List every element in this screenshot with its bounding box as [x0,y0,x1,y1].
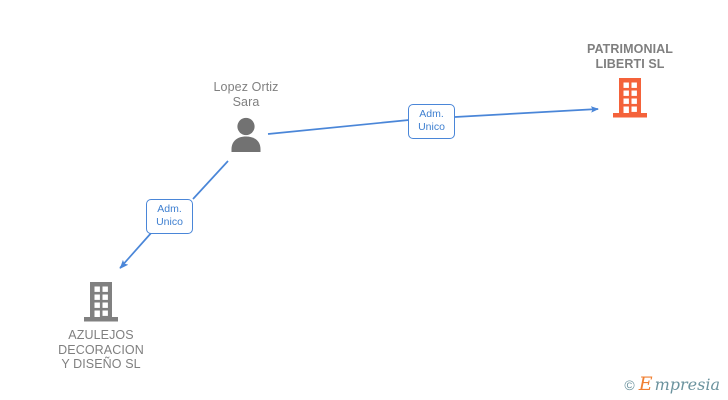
node-company-azulejos-decoracion-y-diseno-sl[interactable]: AZULEJOS DECORACION Y DISEÑO SL [46,280,156,372]
building-icon [565,76,695,120]
edge-person-to-patrimonial [267,106,599,135]
copyright-icon: © [624,376,635,393]
brand-initial: E [638,373,653,395]
edge-label-adm-unico-top[interactable]: Adm. Unico [408,104,455,139]
building-icon [46,280,156,324]
edge-label-adm-unico-bottom[interactable]: Adm. Unico [146,199,193,234]
node-person-lopez-ortiz-sara[interactable]: Lopez Ortiz Sara [195,80,297,154]
company-name-label: AZULEJOS DECORACION Y DISEÑO SL [58,328,144,371]
empresia-watermark: © E mpresia [624,375,720,394]
node-company-patrimonial-liberti-sl[interactable]: PATRIMONIAL LIBERTI SL [565,42,695,120]
person-icon [195,116,297,154]
person-name-label: Lopez Ortiz Sara [213,80,279,109]
edge-person-to-azulejos [119,160,229,270]
company-name-label: PATRIMONIAL LIBERTI SL [586,42,674,71]
brand-name: mpresia [654,374,720,394]
